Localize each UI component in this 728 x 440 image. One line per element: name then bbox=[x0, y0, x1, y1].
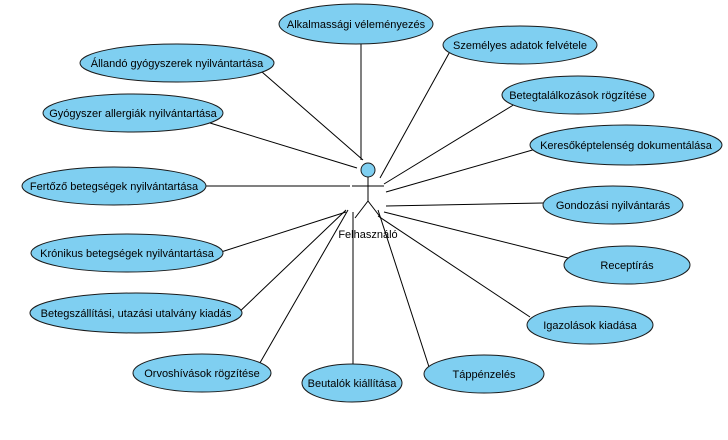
association-uc12 bbox=[217, 211, 347, 254]
use-case-label: Keresőképtelenség dokumentálása bbox=[540, 140, 713, 152]
use-case-ellipse bbox=[21, 166, 207, 206]
use-case-uc14[interactable]: Gyógyszer allergiák nyilvántartása bbox=[42, 93, 224, 133]
use-case-label: Táppénzelés bbox=[453, 369, 516, 381]
association-uc15 bbox=[261, 71, 364, 161]
association-uc4 bbox=[385, 148, 537, 193]
use-case-uc6[interactable]: Receptírás bbox=[563, 245, 691, 285]
use-case-label: Személyes adatok felvétele bbox=[453, 40, 587, 52]
use-case-ellipse bbox=[442, 25, 598, 65]
association-uc8 bbox=[377, 209, 431, 371]
use-case-uc7[interactable]: Igazolások kiadása bbox=[526, 305, 654, 345]
use-case-label: Orvoshívások rögzítése bbox=[144, 368, 260, 380]
use-case-uc15[interactable]: Állandó gyógyszerek nyilvántartása bbox=[79, 43, 275, 83]
use-case-ellipse bbox=[30, 233, 224, 273]
association-uc6 bbox=[383, 211, 569, 259]
association-uc5 bbox=[385, 202, 544, 207]
use-case-label: Krónikus betegségek nyilvántartása bbox=[40, 248, 215, 260]
use-case-ellipse bbox=[301, 363, 403, 403]
use-case-label: Fertőző betegségek nyilvántartása bbox=[30, 181, 199, 193]
use-case-label: Alkalmassági véleményezés bbox=[287, 19, 426, 31]
use-case-ellipse bbox=[79, 43, 275, 83]
use-case-ellipse bbox=[542, 185, 684, 225]
actor-head bbox=[360, 162, 376, 178]
use-case-uc10[interactable]: Orvoshívások rögzítése bbox=[132, 353, 272, 393]
use-case-uc8[interactable]: Táppénzelés bbox=[423, 354, 545, 394]
use-case-uc1[interactable]: Alkalmassági véleményezés bbox=[278, 3, 434, 45]
use-case-label: Állandó gyógyszerek nyilvántartása bbox=[91, 57, 264, 70]
use-case-uc5[interactable]: Gondozási nyilvántarás bbox=[542, 185, 684, 225]
use-case-ellipse bbox=[529, 124, 723, 166]
actor-right-leg bbox=[367, 200, 382, 219]
use-case-label: Beutalók kiállítása bbox=[308, 378, 398, 390]
use-case-label: Betegtalálkozások rögzítése bbox=[509, 90, 647, 102]
use-case-uc3[interactable]: Betegtalálkozások rögzítése bbox=[501, 75, 655, 115]
association-uc11 bbox=[234, 209, 347, 317]
actor-left-leg bbox=[354, 200, 369, 219]
actor-felhasznalo[interactable]: Felhasználó bbox=[338, 162, 398, 241]
association-uc14 bbox=[209, 122, 358, 169]
use-case-label: Gondozási nyilvántarás bbox=[556, 200, 671, 212]
actor-label: Felhasználó bbox=[338, 229, 397, 241]
use-case-uc13[interactable]: Fertőző betegségek nyilvántartása bbox=[21, 166, 207, 206]
use-case-uc12[interactable]: Krónikus betegségek nyilvántartása bbox=[30, 233, 224, 273]
use-case-uc9[interactable]: Beutalók kiállítása bbox=[301, 363, 403, 403]
association-lines bbox=[205, 38, 569, 371]
use-case-ellipse bbox=[526, 305, 654, 345]
association-uc2 bbox=[379, 45, 454, 179]
use-case-label: Betegszállítási, utazási utalvány kiadás bbox=[41, 308, 232, 320]
association-uc7 bbox=[377, 215, 531, 318]
use-case-uc4[interactable]: Keresőképtelenség dokumentálása bbox=[529, 124, 723, 166]
use-case-ellipse bbox=[423, 354, 545, 394]
use-case-ellipse bbox=[42, 93, 224, 133]
association-uc3 bbox=[383, 103, 516, 185]
association-uc10 bbox=[256, 209, 349, 369]
use-case-uc2[interactable]: Személyes adatok felvétele bbox=[442, 25, 598, 65]
use-case-label: Receptírás bbox=[600, 260, 654, 272]
use-case-label: Gyógyszer allergiák nyilvántartása bbox=[49, 108, 217, 120]
use-case-ellipse bbox=[563, 245, 691, 285]
use-case-ellipse bbox=[132, 353, 272, 393]
use-case-ellipse bbox=[501, 75, 655, 115]
use-case-ellipse bbox=[29, 292, 243, 334]
use-case-label: Igazolások kiadása bbox=[543, 320, 637, 332]
use-case-ellipse bbox=[278, 3, 434, 45]
use-case-uc11[interactable]: Betegszállítási, utazási utalvány kiadás bbox=[29, 292, 243, 334]
